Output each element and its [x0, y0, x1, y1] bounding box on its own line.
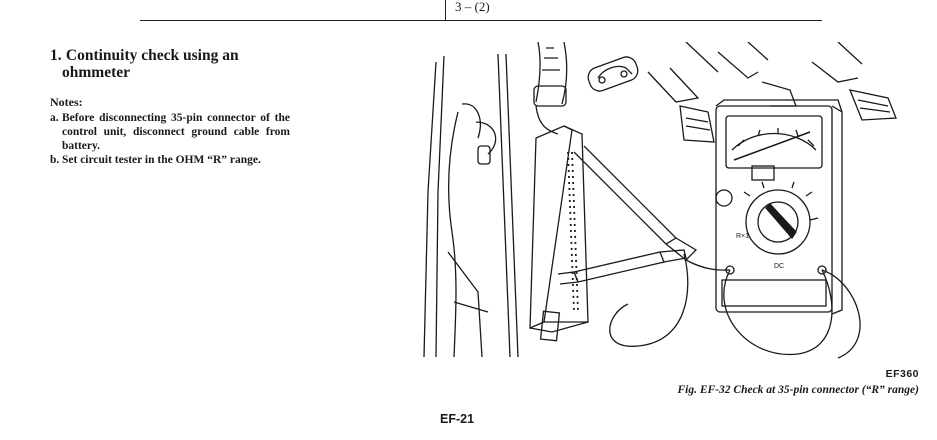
ohmmeter-check-illustration: R×1 DC [423, 42, 897, 359]
notes-title: Notes: [50, 95, 83, 109]
range-selector-dial [745, 189, 811, 255]
top-table-divider [445, 0, 446, 20]
car-icon [587, 56, 639, 92]
note-text: Set circuit tester in the OHM “R” range. [62, 154, 261, 166]
figure-code: EF360 [885, 368, 919, 380]
pedals-drawing [647, 42, 897, 143]
section-title-line2: ohmmeter [62, 64, 130, 81]
zero-adjust-knob [715, 189, 733, 207]
top-table-cell-text: 3 – (2) [455, 0, 490, 14]
control-unit-connector [529, 125, 589, 342]
wiring-harness-drawing [533, 42, 568, 135]
section-heading: 1. Continuity check using an ohmmeter [50, 47, 310, 81]
top-table-rule [140, 20, 822, 21]
note-item: b. Set circuit tester in the OHM “R” ran… [50, 153, 290, 167]
note-marker: a. [50, 112, 59, 124]
page-number: EF-21 [440, 412, 475, 426]
note-marker: b. [50, 154, 60, 166]
section-title-line1: Continuity check using an [65, 47, 239, 64]
meter-display [725, 115, 823, 169]
section-number: 1. [50, 47, 62, 64]
notes-list: a. Before disconnecting 35-pin connector… [50, 111, 290, 167]
note-item: a. Before disconnecting 35-pin connector… [50, 111, 290, 153]
circuit-tester: R×1 DC [715, 99, 843, 315]
dial-label-right: DC [774, 263, 784, 270]
dial-label-left: R×1 [736, 233, 749, 240]
door-pillar-drawing [423, 53, 519, 358]
test-probes [557, 145, 861, 359]
note-text: Before disconnecting 35-pin connector of… [62, 112, 290, 152]
figure-caption: Fig. EF-32 Check at 35-pin connector (“R… [677, 384, 919, 396]
